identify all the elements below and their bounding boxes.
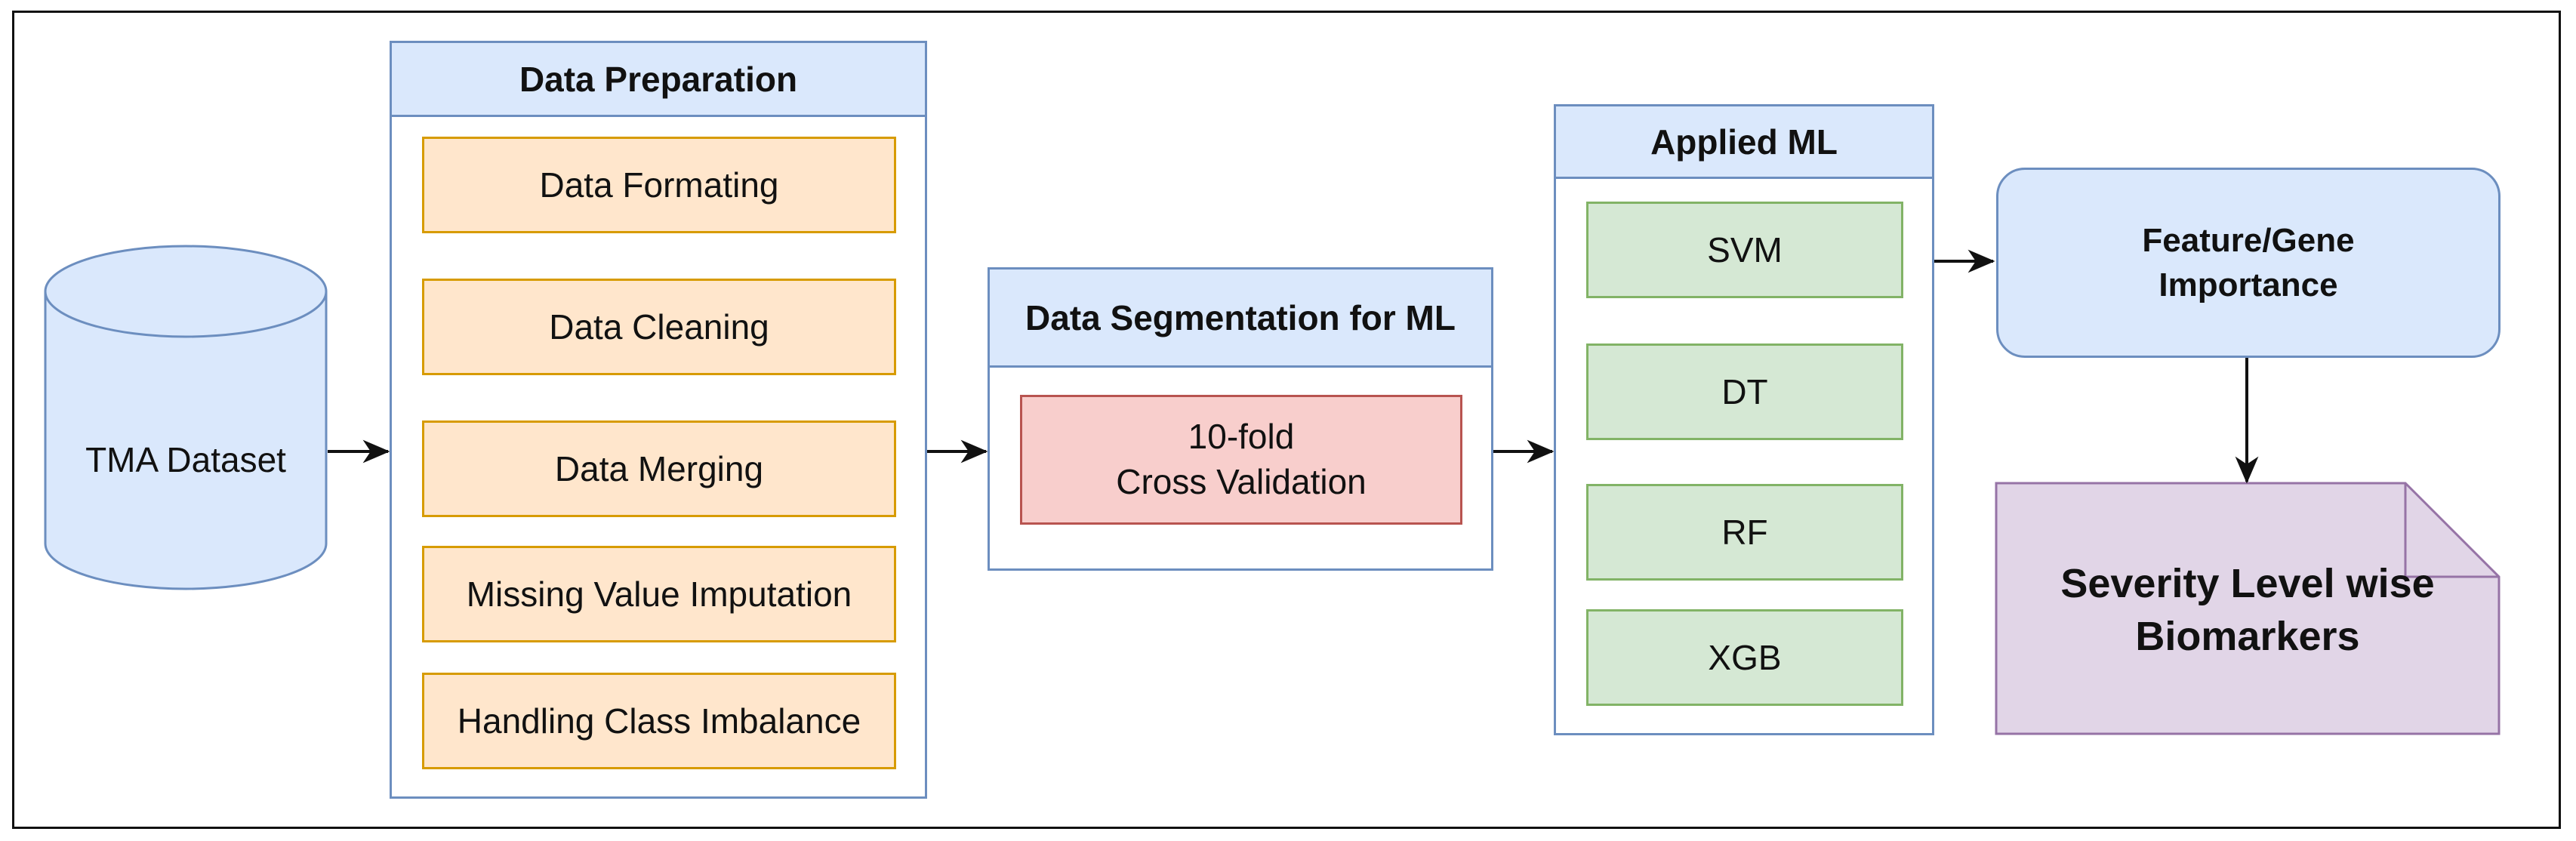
model-dt: DT [1586, 343, 1903, 440]
applied-ml-container: Applied ML SVM DT RF XGB [1554, 104, 1934, 735]
applied-ml-title: Applied ML [1556, 106, 1932, 179]
data-preparation-title: Data Preparation [392, 43, 925, 117]
model-svm: SVM [1586, 202, 1903, 298]
data-segmentation-title: Data Segmentation for ML [990, 270, 1491, 368]
step-handling-class-imbalance: Handling Class Imbalance [422, 673, 896, 769]
model-xgb: XGB [1586, 609, 1903, 706]
feature-importance-box: Feature/Gene Importance [1996, 168, 2501, 358]
dataset-label: TMA Dataset [85, 440, 286, 480]
cross-validation-box: 10-fold Cross Validation [1020, 395, 1462, 525]
step-data-cleaning: Data Cleaning [422, 279, 896, 375]
model-rf: RF [1586, 484, 1903, 581]
step-missing-value-imputation: Missing Value Imputation [422, 546, 896, 642]
database-cylinder-icon [44, 245, 328, 590]
data-segmentation-container: Data Segmentation for ML 10-fold Cross V… [988, 267, 1493, 571]
output-label: Severity Level wise Biomarkers [2060, 560, 2435, 659]
document-folded-corner-icon [1995, 482, 2501, 735]
data-preparation-container: Data Preparation Data Formating Data Cle… [390, 41, 927, 799]
step-data-merging: Data Merging [422, 420, 896, 517]
diagram-frame [12, 11, 2561, 829]
step-data-formating: Data Formating [422, 137, 896, 233]
